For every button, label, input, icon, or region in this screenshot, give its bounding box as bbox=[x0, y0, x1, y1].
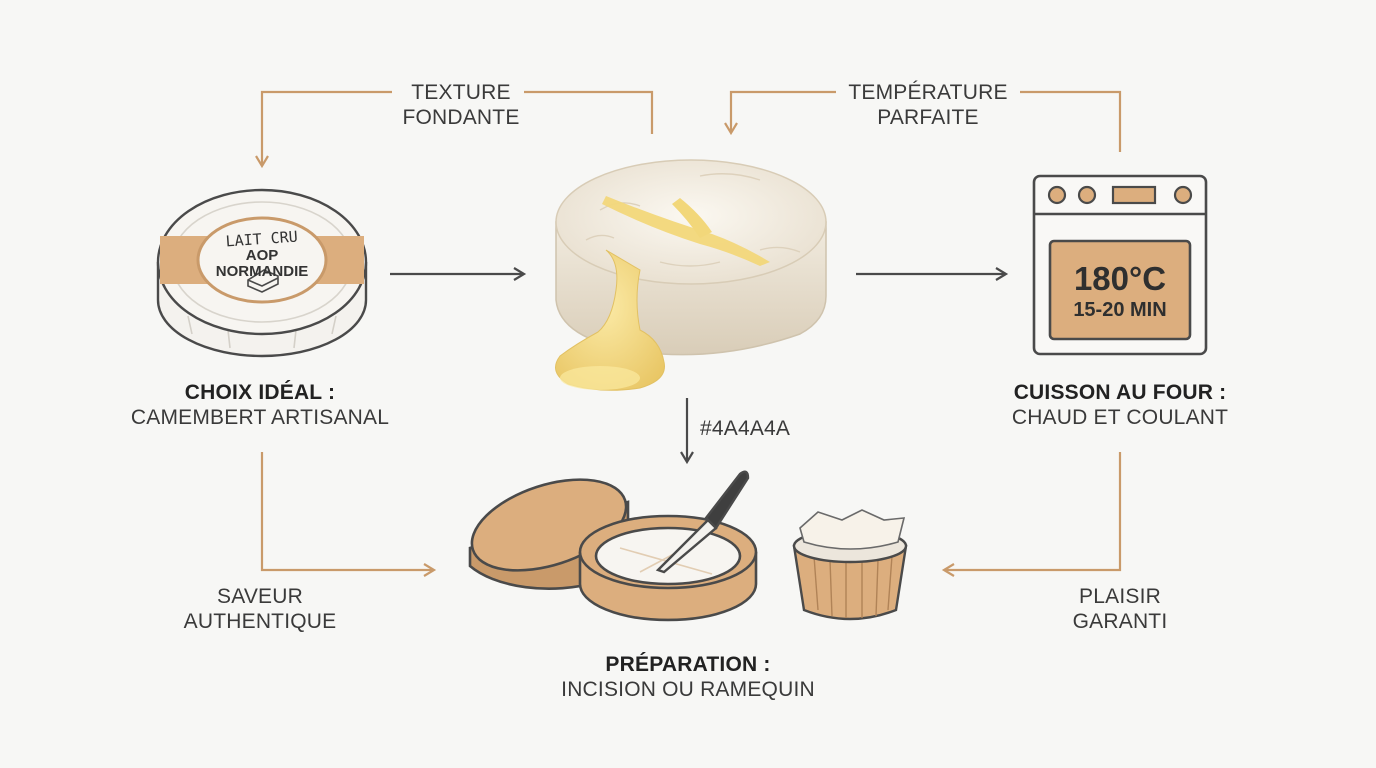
step-oven-caption: CUISSON AU FOUR : CHAUD ET COULANT bbox=[970, 380, 1270, 430]
badge-line-3: NORMANDIE bbox=[216, 263, 309, 280]
badge-line-1: LAIT CRU bbox=[225, 228, 298, 251]
label-line: PLAISIR bbox=[1079, 585, 1161, 608]
loop-arrow-saveur bbox=[260, 452, 437, 577]
label-line: SAVEUR bbox=[217, 585, 303, 608]
step-prep-caption: PRÉPARATION : INCISION OU RAMEQUIN bbox=[538, 652, 838, 702]
step-prep-subtitle: INCISION OU RAMEQUIN bbox=[561, 678, 815, 701]
oven-door-window bbox=[1048, 239, 1192, 341]
oven-knob-icon bbox=[1047, 185, 1193, 205]
label-line: FONDANTE bbox=[402, 106, 520, 129]
step-oven-subtitle: CHAUD ET COULANT bbox=[1011, 406, 1229, 429]
loop-arrow-texture bbox=[255, 90, 654, 169]
camembert-box-illustration bbox=[156, 188, 368, 358]
label-temperature-parfaite: TEMPÉRATURE PARFAITE bbox=[838, 80, 1018, 130]
oven-duration: 15-20 MIN bbox=[1073, 299, 1166, 321]
knife-icon bbox=[655, 470, 750, 574]
step-oven-title: CUISSON AU FOUR : bbox=[1013, 381, 1227, 404]
label-line: TEMPÉRATURE bbox=[848, 81, 1008, 104]
label-saveur-authentique: SAVEUR AUTHENTIQUE bbox=[170, 584, 350, 634]
down-arrow-label: #4A4A4A bbox=[700, 417, 791, 440]
box-base-illustration bbox=[578, 514, 758, 622]
step-prep-title: PRÉPARATION : bbox=[605, 653, 771, 676]
oven-display-panel bbox=[1111, 185, 1157, 205]
ramekin-illustration bbox=[792, 509, 908, 621]
oven-temperature: 180°C bbox=[1074, 260, 1166, 297]
loop-arrow-plaisir bbox=[941, 452, 1122, 577]
loop-arrow-temperature bbox=[724, 90, 1122, 152]
label-plaisir-garanti: PLAISIR GARANTI bbox=[1050, 584, 1190, 634]
step-choice-subtitle: CAMEMBERT ARTISANAL bbox=[130, 406, 390, 429]
step-choice-title: CHOIX IDÉAL : bbox=[184, 381, 336, 404]
label-line: PARFAITE bbox=[877, 106, 979, 129]
melting-camembert-illustration bbox=[555, 159, 827, 391]
mini-cheese-wedge-icon bbox=[247, 269, 279, 293]
label-line: AUTHENTIQUE bbox=[183, 610, 337, 633]
label-line: GARANTI bbox=[1072, 610, 1168, 633]
label-texture-fondante: TEXTURE FONDANTE bbox=[391, 80, 531, 130]
badge-line-2: AOP bbox=[246, 247, 279, 264]
label-line: TEXTURE bbox=[411, 81, 511, 104]
step-choice-caption: CHOIX IDÉAL : CAMEMBERT ARTISANAL bbox=[110, 380, 410, 430]
